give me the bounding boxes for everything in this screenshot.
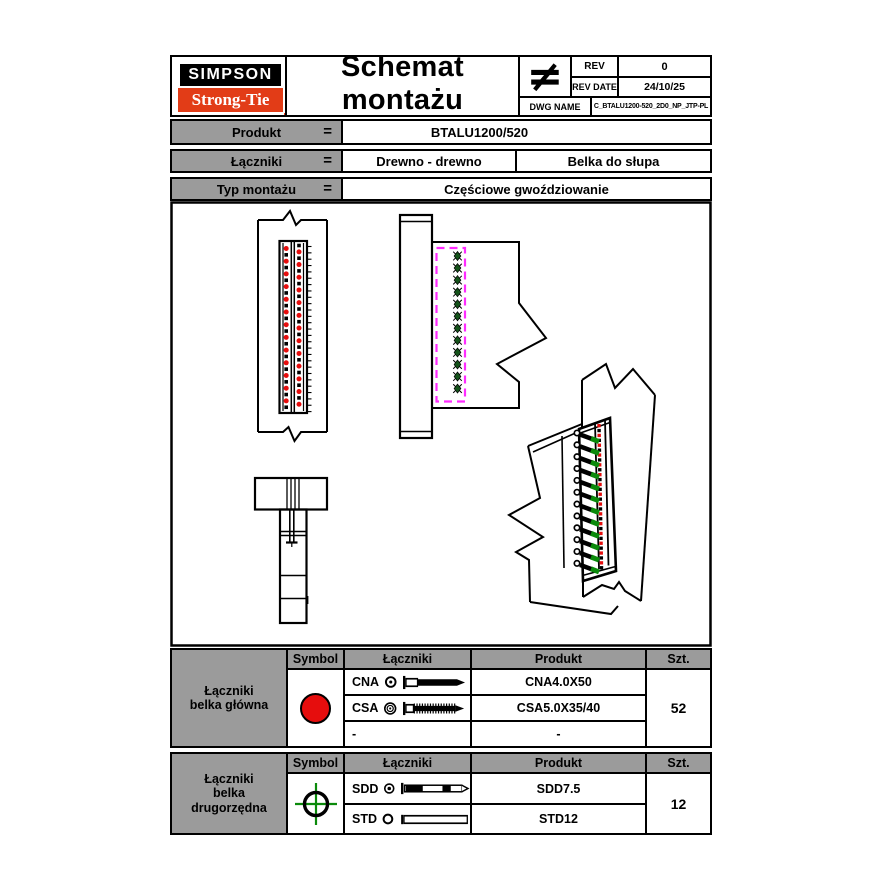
col-header-laczniki: Łączniki (343, 752, 472, 774)
col-header-szt: Szt. (645, 752, 712, 774)
fastener-code: STD (352, 812, 377, 826)
screw-icon (402, 701, 464, 715)
sdd-head-icon (384, 783, 395, 794)
produkt-label: Produkt (231, 124, 282, 140)
product-csa: CSA5.0X35/40 (470, 694, 647, 722)
product-sdd: SDD7.5 (470, 772, 647, 805)
iso-nail-pattern (597, 424, 604, 570)
typ-montazu-label: Typ montażu (216, 181, 297, 197)
dwg-name-value: C_BTALU1200-520_2D0_NP_JTP-PL (590, 96, 712, 117)
fastener-code: CNA (352, 675, 380, 689)
product-std: STD12 (470, 803, 647, 835)
fastener-sdd-cell: SDD (343, 772, 472, 805)
product-cna: CNA4.0X50 (470, 668, 647, 696)
fastener-code: - (352, 727, 357, 741)
dowel-icon (400, 814, 468, 824)
logo-simpson: SIMPSON (178, 62, 283, 88)
nail-tick-marks (307, 245, 312, 413)
laczniki-label-cell: Łączniki = (170, 149, 343, 173)
main-beam-row-label: Łączniki belka główna (170, 648, 288, 748)
screw-head-icon (384, 701, 397, 715)
secondary-beam-row-label: Łączniki belka drugorzędna (170, 752, 288, 835)
nail-head-icon (385, 676, 397, 688)
side-view-drawing (398, 213, 548, 440)
fastener-std-cell: STD (343, 803, 472, 835)
dwg-name-label: DWG NAME (518, 96, 592, 117)
secondary-symbol-cell (286, 772, 345, 835)
col-header-produkt: Produkt (470, 752, 647, 774)
rev-date-value: 24/10/25 (617, 76, 712, 98)
col-header-symbol: Symbol (286, 752, 345, 774)
typ-montazu-label-cell: Typ montażu = (170, 177, 343, 201)
fastener-empty-cell: - (343, 720, 472, 748)
rev-value: 0 (617, 55, 712, 78)
fastener-cna-cell: CNA (343, 668, 472, 696)
rev-label: REV (570, 55, 619, 78)
main-symbol-cell (286, 668, 345, 748)
laczniki-value-1: Drewno - drewno (341, 149, 517, 173)
nail-pattern (283, 243, 302, 410)
equals-sign: = (323, 151, 332, 169)
secondary-qty: 12 (645, 772, 712, 835)
produkt-value: BTALU1200/520 (341, 119, 712, 145)
registered-mark (284, 113, 285, 115)
iso-screw-pattern (573, 429, 600, 575)
logo-strongtie: Strong-Tie (178, 88, 283, 112)
main-qty: 52 (645, 668, 712, 748)
logo-strongtie-text: Strong-Tie (191, 90, 270, 109)
plan-view-drawing (253, 476, 329, 625)
col-header-laczniki: Łączniki (343, 648, 472, 670)
not-equal-cell: ≠ (518, 55, 572, 98)
iso-view-drawing (507, 362, 656, 616)
equals-sign: = (323, 179, 332, 197)
logo-simpson-text: SIMPSON (188, 66, 273, 83)
produkt-label-cell: Produkt = (170, 119, 343, 145)
crosshair-symbol (294, 782, 337, 825)
title-cell: Schemat montażu (285, 55, 520, 117)
col-header-symbol: Symbol (286, 648, 345, 670)
hidden-connector-outline (435, 246, 467, 403)
red-circle-symbol (300, 692, 331, 724)
col-header-szt: Szt. (645, 648, 712, 670)
rev-date-label: REV DATE (570, 76, 619, 98)
fastener-csa-cell: CSA (343, 694, 472, 722)
page-title: Schemat montażu (287, 57, 518, 115)
fastener-code: SDD (352, 781, 379, 796)
logo-cell: SIMPSON Strong-Tie (170, 55, 287, 117)
not-equal-icon: ≠ (526, 55, 564, 98)
col-header-produkt: Produkt (470, 648, 647, 670)
front-view-drawing (257, 209, 328, 444)
assembly-drawings (170, 201, 712, 647)
sdd-screw-icon (400, 782, 470, 795)
product-empty: - (470, 720, 647, 748)
laczniki-label: Łączniki (230, 153, 283, 169)
typ-montazu-value: Częściowe gwoździowanie (341, 177, 712, 201)
laczniki-value-2: Belka do słupa (515, 149, 712, 173)
nail-icon (402, 675, 465, 689)
screw-symbols (452, 250, 463, 394)
equals-sign: = (323, 122, 332, 140)
fastener-code: CSA (352, 701, 379, 715)
dowel-head-icon (382, 813, 394, 825)
